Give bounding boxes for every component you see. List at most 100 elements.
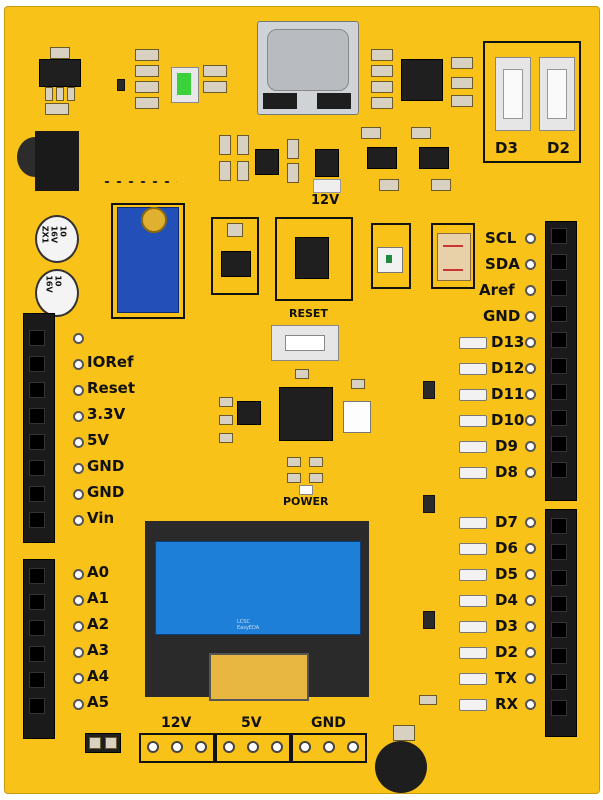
header-socket[interactable] [551, 570, 567, 586]
header-socket[interactable] [551, 674, 567, 690]
header-socket[interactable] [29, 568, 45, 584]
header-socket[interactable] [29, 408, 45, 424]
terminal-pin[interactable] [171, 741, 183, 753]
header-socket[interactable] [551, 596, 567, 612]
pin-pad [73, 385, 84, 396]
header-socket[interactable] [29, 356, 45, 372]
button-group-outline [483, 41, 581, 163]
regulator-tab [50, 47, 70, 59]
header-socket[interactable] [29, 620, 45, 636]
power-led-lens [177, 73, 191, 95]
pin-label-d12: D12 [491, 359, 525, 377]
header-socket[interactable] [551, 544, 567, 560]
header-socket[interactable] [551, 358, 567, 374]
usb-c-tab [317, 93, 351, 109]
terminal-pin[interactable] [299, 741, 311, 753]
header-socket[interactable] [551, 228, 567, 244]
header-socket[interactable] [551, 518, 567, 534]
pin-pad [73, 359, 84, 370]
terminal-pin[interactable] [347, 741, 359, 753]
module-outline [431, 223, 475, 289]
capacitor [219, 433, 233, 443]
d3-label: D3 [495, 139, 518, 157]
resistor [135, 97, 159, 109]
pin-pad [525, 389, 536, 400]
pin-led [459, 673, 487, 685]
sensor-chip [295, 237, 329, 279]
pin-pad [525, 543, 536, 554]
header-socket[interactable] [29, 512, 45, 528]
pin-label-3v3: 3.3V [87, 405, 126, 423]
potentiometer-knob[interactable] [141, 207, 167, 233]
usb-c-port [267, 29, 349, 91]
pin-label-a3: A3 [87, 641, 110, 659]
resistor [371, 97, 393, 109]
terminal-pin[interactable] [147, 741, 159, 753]
pin-led [459, 569, 487, 581]
terminal-pin[interactable] [271, 741, 283, 753]
header-socket[interactable] [29, 330, 45, 346]
terminal-pin[interactable] [247, 741, 259, 753]
header-socket[interactable] [551, 384, 567, 400]
pin-pad [525, 673, 536, 684]
header-socket[interactable] [29, 486, 45, 502]
pin-led [459, 441, 487, 453]
small-ic [237, 401, 261, 425]
pin-pad [525, 337, 536, 348]
d2-button-cap [547, 69, 567, 119]
pin-label-d7: D7 [495, 513, 518, 531]
capacitor [237, 135, 249, 155]
pin-label-a4: A4 [87, 667, 110, 685]
pin-led [459, 595, 487, 607]
resistor [371, 65, 393, 77]
pin-label-d2: D2 [495, 643, 518, 661]
d3-button-cap [503, 69, 523, 119]
pin-led [459, 543, 487, 555]
header-socket[interactable] [29, 460, 45, 476]
temperature-sensor [375, 741, 427, 793]
header-socket[interactable] [551, 254, 567, 270]
capacitor [237, 161, 249, 181]
header-socket[interactable] [29, 382, 45, 398]
header-socket[interactable] [29, 646, 45, 662]
regulator-chip [221, 251, 251, 277]
header-socket[interactable] [551, 306, 567, 322]
header-socket[interactable] [551, 280, 567, 296]
header-socket[interactable] [551, 622, 567, 638]
header-socket[interactable] [551, 332, 567, 348]
terminal-pin[interactable] [195, 741, 207, 753]
pin-pad [525, 517, 536, 528]
terminal-pin[interactable] [223, 741, 235, 753]
header-socket[interactable] [29, 434, 45, 450]
mosfet [419, 147, 449, 169]
header-socket[interactable] [551, 410, 567, 426]
digital-header-bottom [545, 509, 577, 737]
header-socket[interactable] [551, 700, 567, 716]
resistor [379, 179, 399, 191]
pin-label-d6: D6 [495, 539, 518, 557]
capacitor [219, 161, 231, 181]
header-socket[interactable] [551, 462, 567, 478]
pin-pad [525, 311, 536, 322]
terminal-block-5v [215, 733, 291, 763]
pin-label-d11: D11 [491, 385, 525, 403]
capacitor [219, 415, 233, 425]
header-socket[interactable] [29, 672, 45, 688]
pin-pad [525, 259, 536, 270]
pin-pad [525, 233, 536, 244]
header-socket[interactable] [29, 594, 45, 610]
pin-pad [525, 363, 536, 374]
d2-label: D2 [547, 139, 570, 157]
pin-label-d5: D5 [495, 565, 518, 583]
pin-pad [73, 515, 84, 526]
terminal-pin[interactable] [323, 741, 335, 753]
resistor [135, 49, 159, 61]
resistor [431, 179, 451, 191]
header-socket[interactable] [551, 648, 567, 664]
header-socket[interactable] [551, 436, 567, 452]
resistor [451, 57, 473, 69]
terminal-block-gnd [291, 733, 367, 763]
header-socket[interactable] [29, 698, 45, 714]
